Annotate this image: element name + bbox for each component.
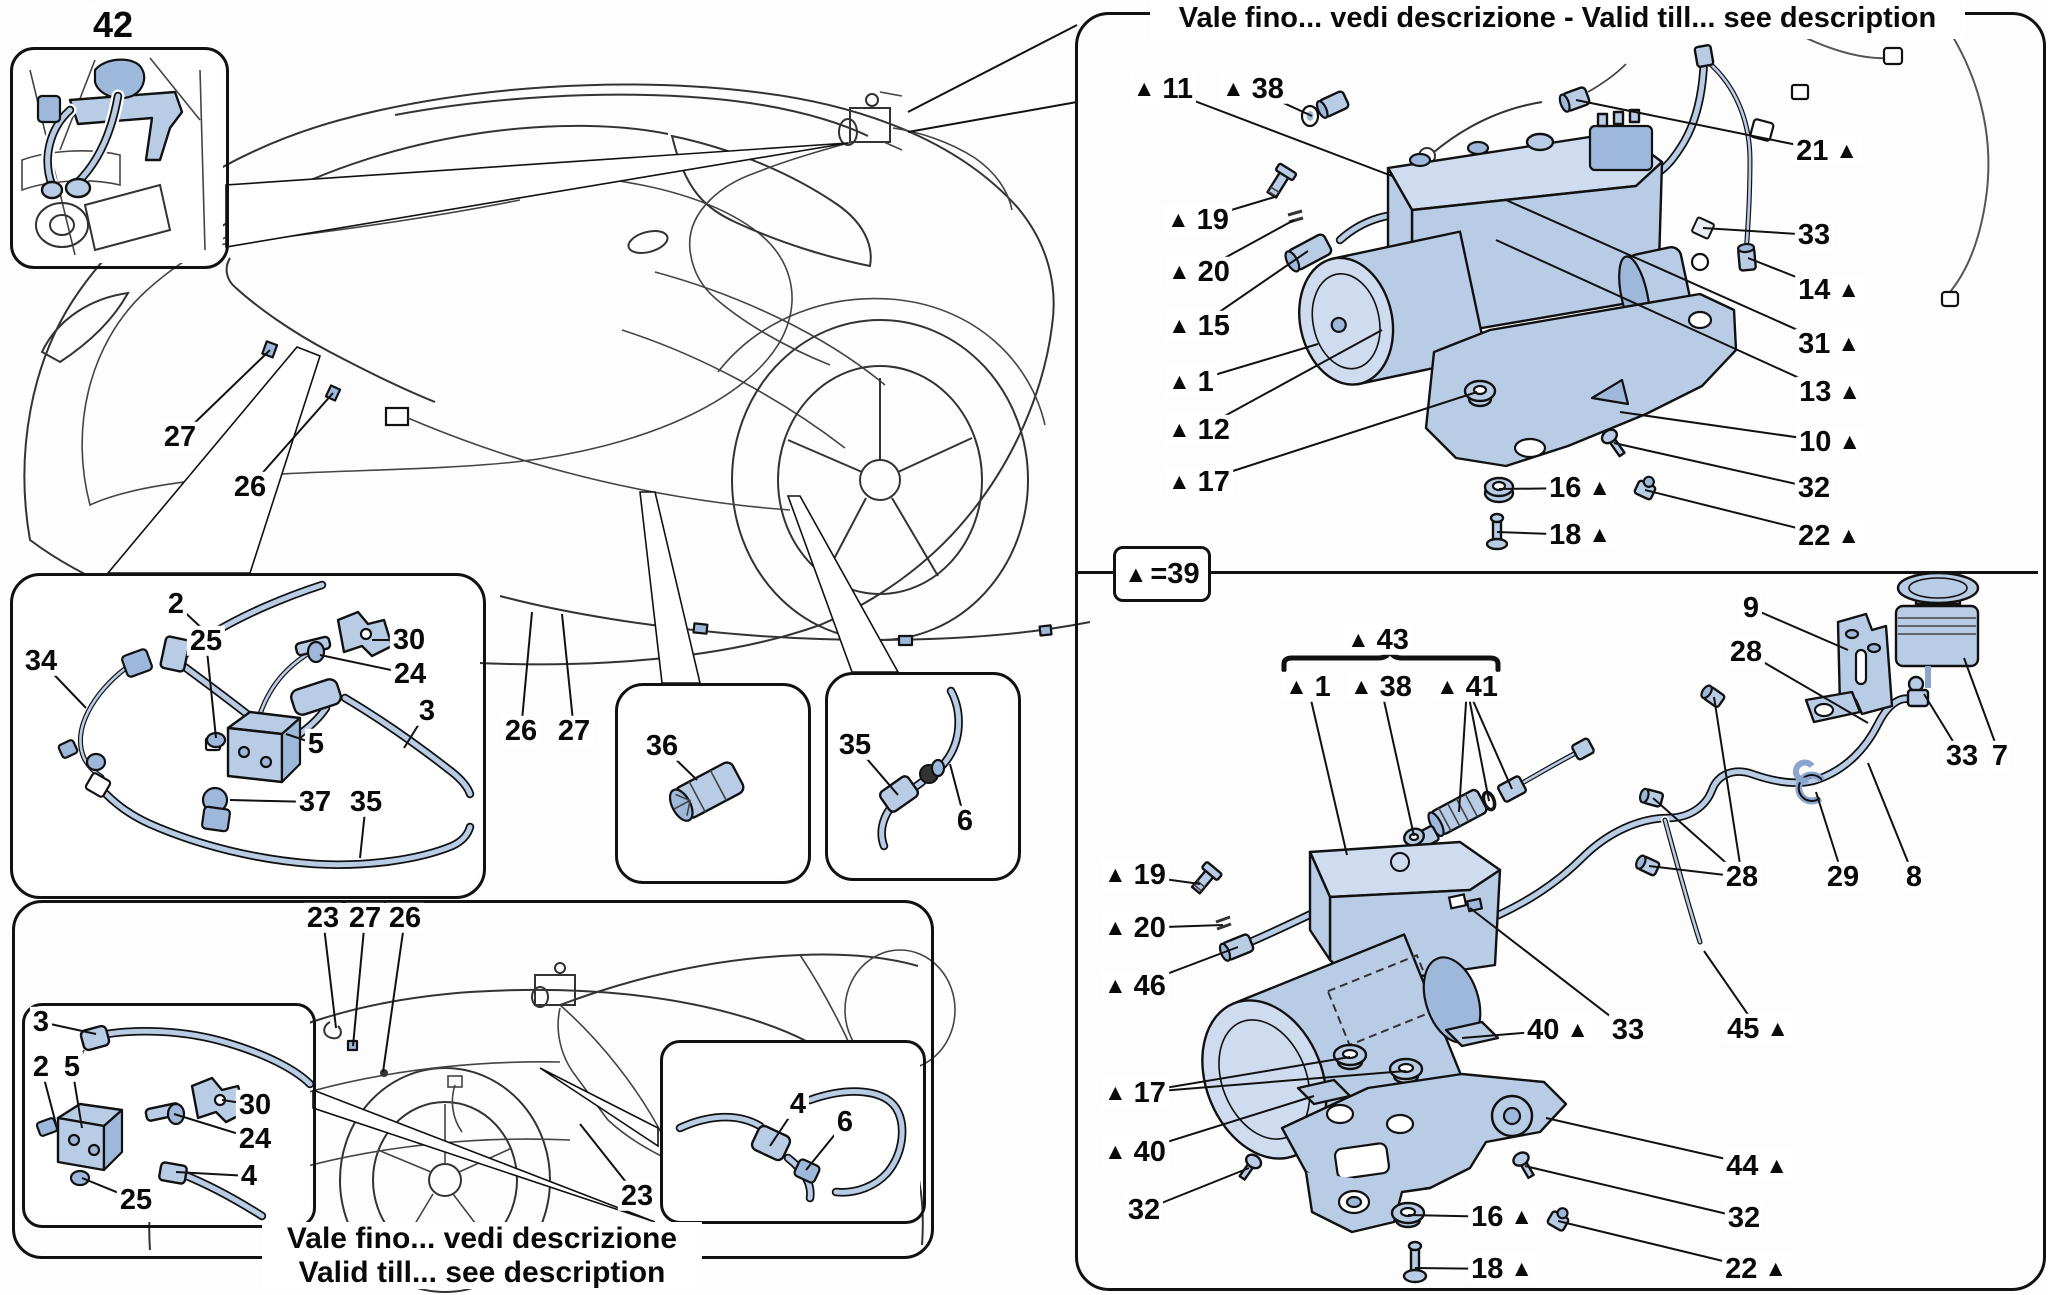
inset-box-42 [10, 47, 229, 269]
callout-21: 21▲ [1793, 136, 1861, 167]
callout-46: ▲46 [1101, 971, 1169, 1002]
note-line-english: Valid till... see description [298, 1255, 666, 1289]
pump-in-car-illustration [838, 91, 903, 151]
callout-6: 6 [953, 806, 977, 837]
triangle-legend: ▲=39 [1113, 546, 1211, 602]
callout-32: 32 [1794, 473, 1834, 504]
panel-header-note: Vale fino... vedi descrizione - Valid ti… [1150, 0, 1965, 39]
legend-value: =39 [1150, 557, 1200, 590]
callout-41: ▲41 [1433, 672, 1501, 703]
pump-in-car-illustration-2 [531, 962, 576, 1008]
callout-38: ▲38 [1347, 672, 1415, 703]
callout-15: ▲15 [1165, 311, 1233, 342]
callout-28: 28 [1722, 862, 1762, 893]
valid-till-rear-hose-box [660, 1040, 926, 1224]
spacer-box-36 [615, 683, 811, 884]
callout-30: 30 [235, 1090, 275, 1121]
callout-30: 30 [389, 625, 429, 656]
callout-40: 40▲ [1524, 1015, 1592, 1046]
callout-24: 24 [390, 659, 430, 690]
callout-17: ▲17 [1101, 1078, 1169, 1109]
callout-28: 28 [1726, 637, 1766, 668]
car-illustration-main-scene [23, 24, 1091, 684]
callout-16: 16▲ [1546, 473, 1614, 504]
callout-42: 42 [89, 6, 137, 44]
callout-1: ▲1 [1282, 672, 1334, 703]
valid-till-rear-hose-box-drawing [673, 1085, 909, 1205]
spacer-box-drawing [668, 761, 745, 822]
callout-18: 18▲ [1546, 520, 1614, 551]
callout-43: ▲43 [1344, 625, 1412, 656]
callout-33: 33 [1794, 220, 1834, 251]
callout-3: 3 [29, 1007, 53, 1038]
callout-22: 22▲ [1795, 521, 1863, 552]
callout-13: 13▲ [1796, 377, 1864, 408]
triangle-icon: ▲ [1124, 560, 1148, 587]
front-lift-lines-box [10, 573, 486, 899]
callout-14: 14▲ [1795, 275, 1863, 306]
callout-2: 2 [29, 1052, 53, 1083]
callout-27: 27 [160, 422, 200, 453]
callout-6: 6 [833, 1107, 857, 1138]
callout-4: 4 [237, 1161, 261, 1192]
callout-33: 33 [1608, 1015, 1648, 1046]
callout-4: 4 [786, 1089, 810, 1120]
pump-assembly-top-illustration [1266, 29, 1990, 551]
callout-25: 25 [116, 1185, 156, 1216]
valid-till-front-lines-box [22, 1003, 316, 1228]
callout-34: 34 [21, 646, 61, 677]
note-line-italian: Vale fino... vedi descrizione [286, 1222, 678, 1255]
callout-26: 26 [230, 472, 270, 503]
callout-23: 23 [617, 1181, 657, 1212]
callout-19: ▲19 [1101, 860, 1169, 891]
callout-37: 37 [295, 787, 335, 818]
callout-9: 9 [1739, 593, 1763, 624]
callout-36: 36 [642, 731, 682, 762]
callout-31: 31▲ [1795, 329, 1863, 360]
callout-19: ▲19 [1164, 205, 1232, 236]
panel-divider-line [1077, 571, 2038, 574]
callout-16: 16▲ [1468, 1202, 1536, 1233]
callout-33: 33 [1942, 741, 1982, 772]
callout-44: 44▲ [1723, 1151, 1791, 1182]
bottom-validity-note: Vale fino... vedi descrizione Valid till… [262, 1222, 702, 1290]
callout-5: 5 [304, 729, 328, 760]
callout-32: 32 [1724, 1203, 1764, 1234]
callout-27: 27 [554, 716, 594, 747]
callout-23: 23 [303, 903, 343, 934]
callout-2: 2 [164, 589, 188, 620]
callout-38: ▲38 [1219, 74, 1287, 105]
callout-20: ▲20 [1101, 913, 1169, 944]
callout-40: ▲40 [1101, 1137, 1169, 1168]
callout-7: 7 [1988, 741, 2012, 772]
callout-26: 26 [385, 903, 425, 934]
callout-18: 18▲ [1468, 1254, 1536, 1285]
rear-hose-box-drawing [878, 691, 958, 846]
callout-12: ▲12 [1165, 415, 1233, 446]
callout-25: 25 [186, 626, 226, 657]
callout-20: ▲20 [1165, 257, 1233, 288]
pump-assembly-bottom-illustration [1190, 571, 1980, 1284]
callout-11: ▲11 [1129, 74, 1197, 105]
callout-8: 8 [1902, 862, 1926, 893]
callout-17: ▲17 [1165, 467, 1233, 498]
callout-35: 35 [835, 730, 875, 761]
callout-29: 29 [1823, 862, 1863, 893]
front-lift-lines-box-drawing [57, 585, 470, 865]
callout-24: 24 [235, 1124, 275, 1155]
callout-35: 35 [346, 787, 386, 818]
callout-45: 45▲ [1724, 1014, 1792, 1045]
callout-26: 26 [501, 716, 541, 747]
inset-42-part-drawing [21, 57, 206, 256]
callout-1: ▲1 [1165, 367, 1217, 398]
callout-3: 3 [415, 696, 439, 727]
rear-hose-box-35-6 [825, 672, 1021, 881]
callout-10: 10▲ [1796, 427, 1864, 458]
callout-27: 27 [345, 903, 385, 934]
callout-22: 22▲ [1722, 1254, 1790, 1285]
callout-32: 32 [1124, 1195, 1164, 1226]
callout-5: 5 [60, 1052, 84, 1083]
